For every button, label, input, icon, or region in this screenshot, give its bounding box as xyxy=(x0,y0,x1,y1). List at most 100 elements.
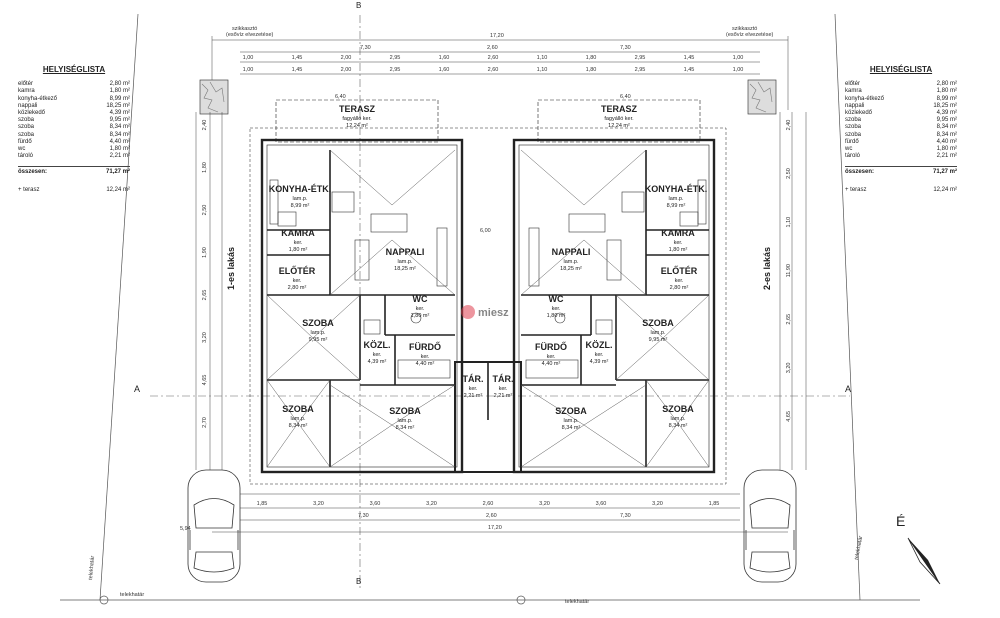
room-floor-eloter: ker. xyxy=(675,278,684,284)
dim-side-right_side: 2,40 xyxy=(786,120,792,131)
dim-bottom-row: 3,20 xyxy=(652,501,663,507)
room-floor-konyha: lam.p. xyxy=(669,196,684,202)
room-name-szoba3: SZOBA xyxy=(555,406,587,416)
side-dimension-lines xyxy=(195,112,807,470)
dim-top-row: 2,00 xyxy=(341,55,352,61)
room-name-nappali: NAPPALI xyxy=(386,247,425,257)
dim-overall-bottom: 17,20 xyxy=(488,525,502,531)
room-area-szoba3: 8,34 m² xyxy=(562,425,581,431)
dim-top-row-second: 1,45 xyxy=(684,67,695,73)
dim-top-row-second: 1,10 xyxy=(537,67,548,73)
room-area-szoba2: 8,34 m² xyxy=(289,423,308,429)
room-name-kozl: KÖZL. xyxy=(586,340,613,350)
dim-overall-top: 17,20 xyxy=(490,33,504,39)
room-floor-furdo: ker. xyxy=(421,354,430,360)
dim-terrace-width-left: 6,40 xyxy=(335,94,346,100)
room-floor-szoba3: lam.p. xyxy=(398,418,413,424)
section-a-right: A xyxy=(845,384,851,394)
room-name-wc: WC xyxy=(413,294,428,304)
dim-side-left_side: 2,40 xyxy=(202,120,208,131)
section-a-left: A xyxy=(134,384,140,394)
dim-top-row-second: 2,95 xyxy=(635,67,646,73)
dim-bottom-row: 3,20 xyxy=(539,501,550,507)
room-area-kozl: 4,39 m² xyxy=(590,359,609,365)
room-area-tar: 2,21 m² xyxy=(464,393,483,399)
dim-middle-top: 2,60 xyxy=(487,45,498,51)
dim-side-left_side: 3,20 xyxy=(202,332,208,343)
room-name-tar: TÁR. xyxy=(463,374,484,384)
room-area-nappali: 18,25 m² xyxy=(394,266,416,272)
building-walls xyxy=(249,99,727,485)
lot-line-label-left: telekhatár xyxy=(120,592,144,598)
dim-half-left-top: 7,30 xyxy=(360,45,371,51)
room-floor-terasz: fagyálló ker. xyxy=(604,116,634,122)
dim-side-right_side: 2,50 xyxy=(786,168,792,179)
dim-side-right_side: 2,65 xyxy=(786,314,792,325)
room-name-terasz: TERASZ xyxy=(339,104,376,114)
room-name-kozl: KÖZL. xyxy=(364,340,391,350)
dim-bottom-row: 1,85 xyxy=(257,501,268,507)
lot-line-label-bottom: telekhatár xyxy=(565,599,589,605)
section-b-bottom: B xyxy=(356,577,361,586)
room-floor-nappali: lam.p. xyxy=(564,259,579,265)
dim-top-row-second: 1,60 xyxy=(439,67,450,73)
dim-top-row-second: 1,00 xyxy=(243,67,254,73)
dim-terrace-width-right: 6,40 xyxy=(620,94,631,100)
ceiling-diagonals xyxy=(266,149,710,468)
dim-top-row-second: 1,80 xyxy=(586,67,597,73)
section-lines xyxy=(150,15,850,590)
soakaway-label-right: szikkasztó xyxy=(732,26,757,32)
dim-side-right_side: 1,10 xyxy=(786,217,792,228)
dim-side-left_side: 2,50 xyxy=(202,205,208,216)
interior-walls-left xyxy=(267,150,455,467)
dim-side-right_side: 11,90 xyxy=(786,264,792,277)
room-name-szoba3: SZOBA xyxy=(389,406,421,416)
north-label: É xyxy=(896,513,905,529)
bottom-dimension-lines xyxy=(212,493,788,533)
room-list-title: HELYISÉGLISTA xyxy=(869,65,933,74)
room-area-szoba1: 9,95 m² xyxy=(309,337,328,343)
room-name-szoba1: SZOBA xyxy=(642,318,674,328)
room-name-eloter: ELŐTÉR xyxy=(661,265,698,276)
watermark-logo: miesz xyxy=(461,305,509,319)
dim-top-row: 1,10 xyxy=(537,55,548,61)
room-area-furdo: 4,40 m² xyxy=(542,361,561,367)
dim-bottom-row: 3,20 xyxy=(313,501,324,507)
room-name-terasz: TERASZ xyxy=(601,104,638,114)
room-name-kamra: KAMRA xyxy=(281,228,315,238)
dim-setback: 5,94 xyxy=(180,526,191,532)
room-floor-furdo: ker. xyxy=(547,354,556,360)
room-area-wc: 1,80 m² xyxy=(411,313,430,319)
soakaway-label-left: szikkasztó xyxy=(232,26,257,32)
watermark-text: miesz xyxy=(478,307,509,319)
room-area-kamra: 1,80 m² xyxy=(289,247,308,253)
room-floor-kamra: ker. xyxy=(674,240,683,246)
room-name-furdo: FÜRDŐ xyxy=(409,341,441,352)
dim-middle-bottom: 2,60 xyxy=(486,513,497,519)
dim-top-row: 1,80 xyxy=(586,55,597,61)
dim-top-row: 2,95 xyxy=(390,55,401,61)
room-area-eloter: 2,80 m² xyxy=(288,285,307,291)
dim-top-row-second: 2,60 xyxy=(488,67,499,73)
dim-side-left_side: 2,65 xyxy=(202,290,208,301)
unit-label-right: 2-es lakás xyxy=(762,247,772,290)
car-right xyxy=(743,469,797,583)
dim-bottom-row: 3,60 xyxy=(370,501,381,507)
